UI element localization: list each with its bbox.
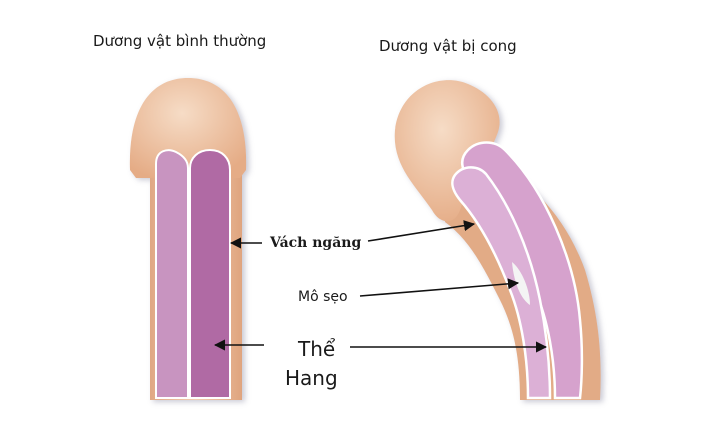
normal-corpora-cavernosa (155, 148, 231, 399)
curved-corpora-cavernosa (451, 141, 584, 400)
normal-penis-title: Dương vật bình thường (93, 32, 267, 50)
septum-arrow-right (367, 220, 476, 242)
curved-penis-title: Dương vật bị cong (379, 37, 517, 55)
septum-label: Vách ngăng (270, 235, 362, 251)
corpora-label-line2: Hang (285, 366, 338, 390)
scar-tissue-label: Mô sẹo (298, 289, 348, 305)
label-arrows (213, 220, 548, 353)
scar-arrow (359, 278, 520, 297)
scar-tissue (512, 262, 530, 305)
corpora-label-line1: Thể (298, 337, 336, 361)
